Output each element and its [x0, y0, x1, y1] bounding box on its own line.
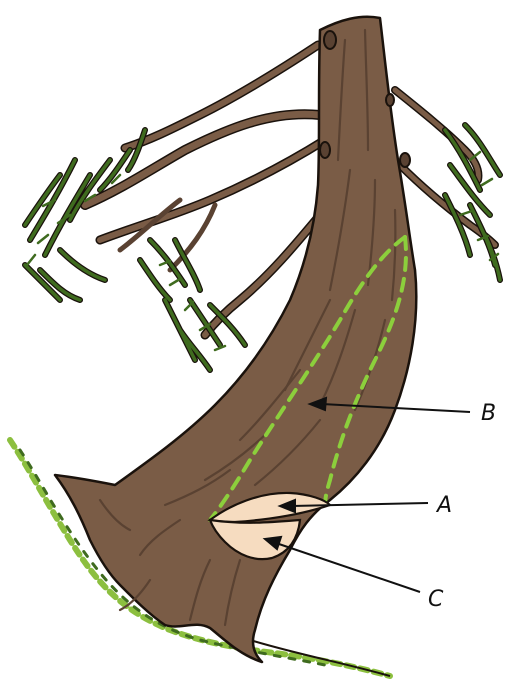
label-c: C [428, 587, 444, 612]
trunk [55, 17, 416, 662]
foliage [25, 125, 500, 370]
label-b: B [481, 401, 496, 426]
label-a: A [435, 493, 452, 518]
left-branch [85, 45, 325, 335]
callout-labels: B A C [428, 401, 496, 612]
